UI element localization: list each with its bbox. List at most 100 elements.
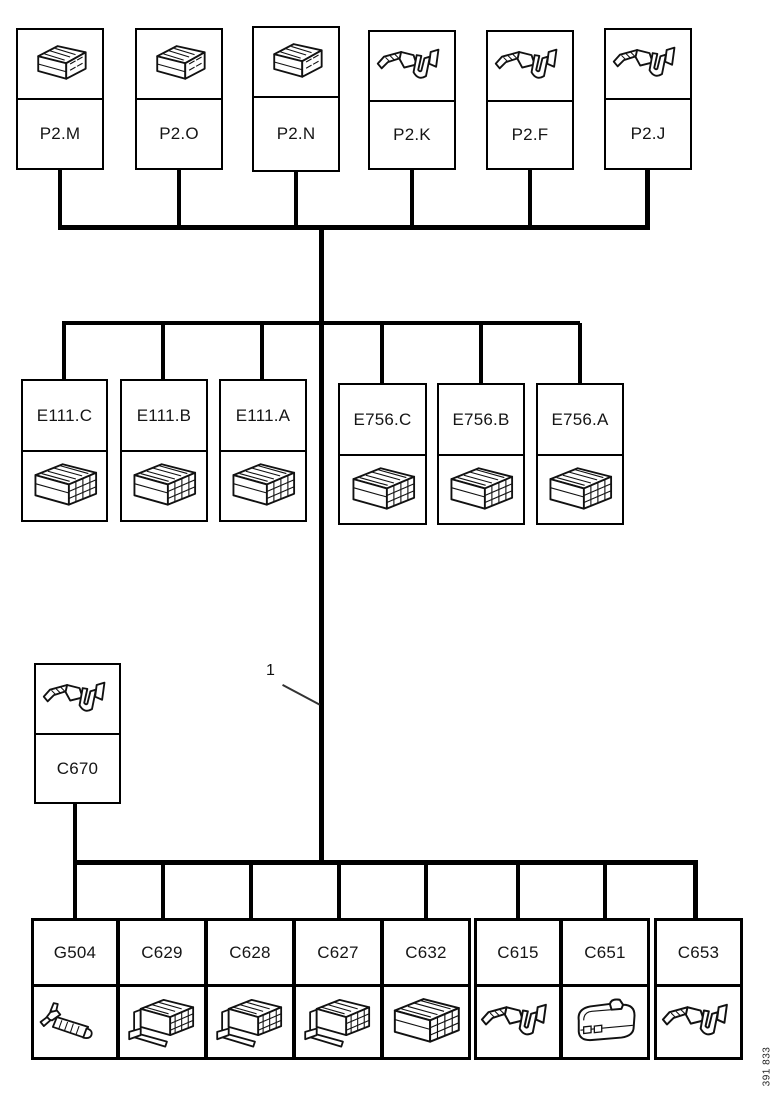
connector-label: C627 xyxy=(296,921,380,987)
connector-image xyxy=(439,456,523,523)
connector-box-e111c: E111.C xyxy=(21,379,108,522)
connector-box-c629: C629 xyxy=(117,918,207,1060)
connector-box-p2f: P2.F xyxy=(486,30,574,170)
connector-image xyxy=(488,32,572,102)
connector-label: P2.J xyxy=(630,124,666,143)
small-connector-housing-icon xyxy=(257,34,335,90)
connector-box-c632: C632 xyxy=(381,918,471,1060)
multiway-connector-icon xyxy=(125,458,203,514)
multiway-connector-icon xyxy=(541,462,619,518)
harness-drop-line xyxy=(294,170,298,227)
connector-box-e756b: E756.B xyxy=(437,383,525,525)
terminal-pin-icon xyxy=(477,992,559,1052)
connector-label: E111.A xyxy=(221,381,305,452)
connector-label: P2.K xyxy=(393,125,431,144)
harness-callout-label: 1 xyxy=(266,662,275,679)
connector-box-c627: C627 xyxy=(293,918,383,1060)
connector-box-p2n: P2.N xyxy=(252,26,340,172)
connector-image xyxy=(122,452,206,520)
connector-label: C615 xyxy=(477,921,559,987)
connector-label: E111.B xyxy=(122,381,206,452)
connector-box-e111b: E111.B xyxy=(120,379,208,522)
connector-image xyxy=(384,987,468,1057)
connector-image xyxy=(120,987,204,1057)
connector-box-c651: C651 xyxy=(560,918,650,1060)
connector-label: E756.B xyxy=(439,385,523,456)
harness-drop-line xyxy=(58,170,62,227)
inline-terminal-icon xyxy=(34,992,116,1052)
connector-label: C632 xyxy=(384,921,468,987)
harness-drop-line xyxy=(410,170,414,227)
connector-image xyxy=(23,452,106,520)
harness-drop-line xyxy=(424,863,428,918)
connector-box-c628: C628 xyxy=(205,918,295,1060)
connector-label: E756.C xyxy=(340,385,425,456)
connector-box-p2m: P2.M xyxy=(16,28,104,170)
harness-drop-line xyxy=(177,170,181,227)
connector-image xyxy=(477,987,559,1057)
terminal-pin-icon xyxy=(609,36,687,92)
connector-image xyxy=(657,987,740,1057)
connector-box-c653: C653 xyxy=(654,918,743,1060)
connector-image xyxy=(208,987,292,1057)
harness-drop-line xyxy=(161,863,165,918)
harness-drop-line xyxy=(479,323,483,383)
bracket-connector-icon xyxy=(121,992,203,1052)
connector-box-g504: G504 xyxy=(31,918,119,1060)
terminal-pin-icon xyxy=(39,671,117,727)
small-connector-housing-icon xyxy=(21,36,99,92)
connector-label: C653 xyxy=(657,921,740,987)
harness-bus-top xyxy=(58,225,650,230)
connector-image xyxy=(370,32,454,102)
bracket-connector-icon xyxy=(297,992,379,1052)
harness-drop-line xyxy=(578,323,582,383)
harness-drop-line xyxy=(528,170,532,227)
connector-label: C670 xyxy=(56,758,99,778)
harness-trunk xyxy=(319,227,324,865)
connector-image xyxy=(606,30,690,100)
harness-drop-line xyxy=(62,323,66,379)
multiway-connector-icon xyxy=(385,992,467,1052)
multiway-connector-icon xyxy=(224,458,302,514)
terminal-pin-icon xyxy=(491,38,569,94)
harness-drop-line xyxy=(603,863,607,918)
harness-drop-line xyxy=(337,863,341,918)
connector-box-c615: C615 xyxy=(474,918,562,1060)
round-connector-icon xyxy=(564,992,646,1052)
connector-box-c670: C670 xyxy=(34,663,121,804)
connector-image xyxy=(18,30,102,100)
harness-drop-line xyxy=(693,863,698,918)
connector-box-p2k: P2.K xyxy=(368,30,456,170)
connector-label: P2.M xyxy=(39,124,81,143)
multiway-connector-icon xyxy=(442,462,520,518)
bracket-connector-icon xyxy=(209,992,291,1052)
connector-box-e756a: E756.A xyxy=(536,383,624,525)
drawing-number: 391 833 xyxy=(761,1046,773,1087)
harness-bus-middle xyxy=(62,321,580,325)
harness-drop-line xyxy=(249,863,253,918)
connector-label: P2.O xyxy=(159,124,199,143)
connector-label: P2.N xyxy=(276,124,316,143)
harness-drop-line xyxy=(516,863,520,918)
connector-label: C651 xyxy=(563,921,647,987)
connector-label: G504 xyxy=(34,921,116,987)
harness-drop-line xyxy=(73,863,77,918)
connector-label: C628 xyxy=(208,921,292,987)
small-connector-housing-icon xyxy=(140,36,218,92)
harness-drop-line xyxy=(380,323,384,383)
callout-leader-line xyxy=(282,684,321,706)
harness-drop-line xyxy=(260,323,264,379)
connector-image xyxy=(36,665,119,735)
harness-drop-line xyxy=(73,802,77,862)
connector-image xyxy=(221,452,305,520)
connector-label: C629 xyxy=(120,921,204,987)
connector-box-p2j: P2.J xyxy=(604,28,692,170)
connector-image xyxy=(254,28,338,98)
connector-label: P2.F xyxy=(511,125,549,144)
connector-image xyxy=(34,987,116,1057)
connector-box-e111a: E111.A xyxy=(219,379,307,522)
connector-box-e756c: E756.C xyxy=(338,383,427,525)
connector-image xyxy=(538,456,622,523)
terminal-pin-icon xyxy=(658,992,740,1052)
